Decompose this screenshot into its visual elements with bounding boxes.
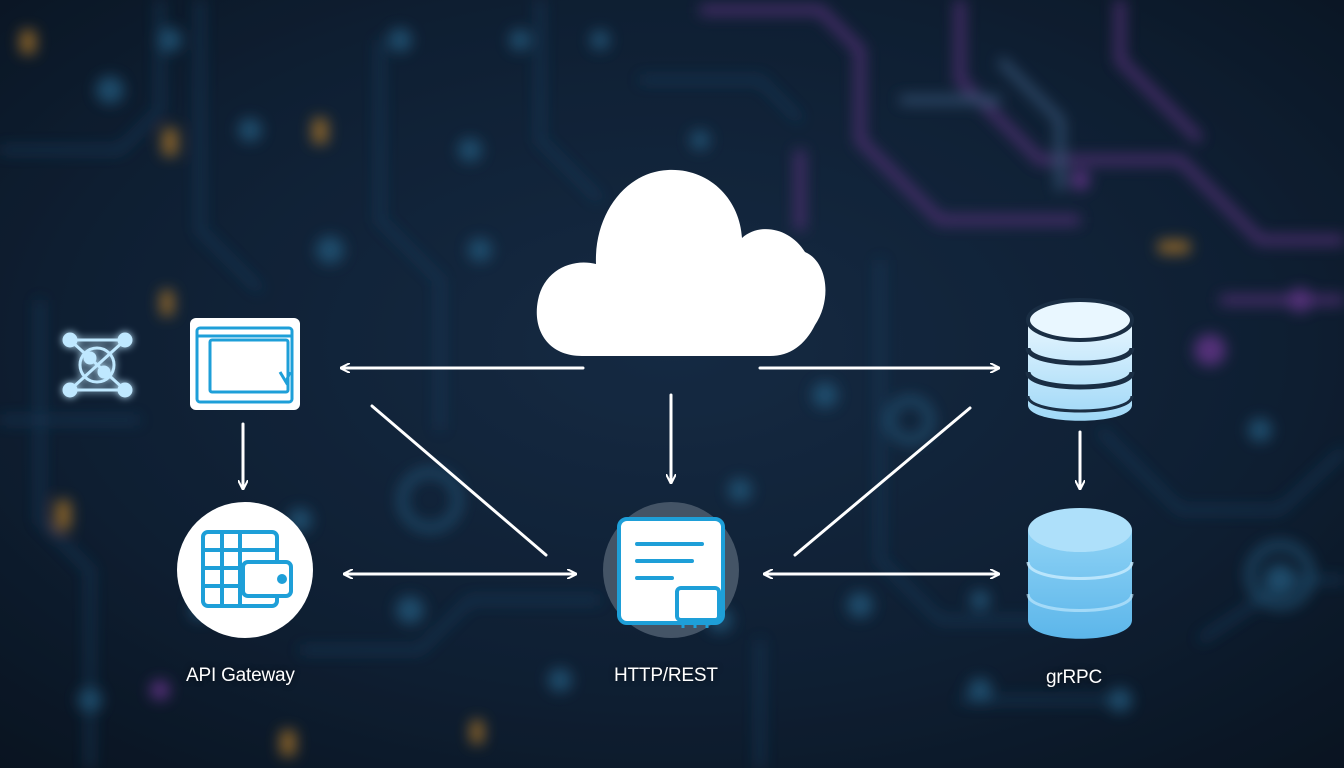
network-nodes-icon bbox=[62, 332, 133, 398]
diag-right bbox=[793, 406, 972, 557]
database-icon bbox=[1026, 508, 1134, 639]
http-rest-label: HTTP/REST bbox=[614, 665, 718, 686]
diag-left bbox=[370, 404, 548, 557]
api-gateway-label: API Gateway bbox=[186, 665, 295, 686]
database-top-icon bbox=[1025, 298, 1135, 421]
document-icon bbox=[603, 502, 739, 638]
window-icon bbox=[190, 318, 300, 410]
arrows bbox=[243, 368, 1080, 574]
cloud-icon bbox=[536, 169, 826, 356]
grpc-label: grRPC bbox=[1046, 667, 1103, 688]
server-rack-icon bbox=[177, 502, 313, 638]
